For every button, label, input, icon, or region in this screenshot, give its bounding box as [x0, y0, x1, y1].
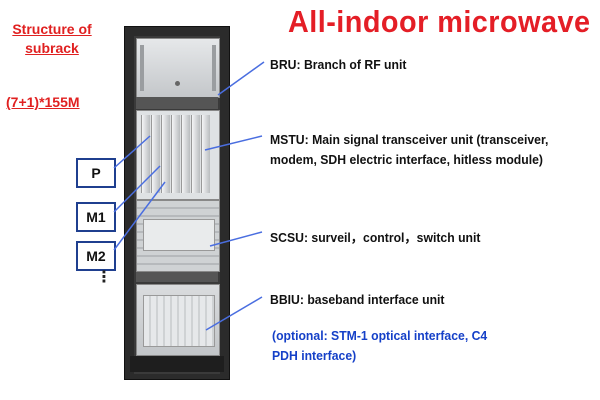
diagram-title: All-indoor microwave [288, 4, 591, 39]
label-optional-line1: (optional: STM-1 optical interface, C4 [272, 328, 488, 343]
slot-m2: M2 [76, 241, 116, 271]
capacity-spec: (7+1)*155M [6, 94, 80, 110]
label-optional-line2: PDH interface) [272, 348, 357, 363]
label-bru: BRU: Branch of RF unit [270, 57, 407, 72]
label-mstu-line1: MSTU: Main signal transceiver unit (tran… [270, 132, 549, 147]
label-scsu: SCSU: surveil，control，switch unit [270, 230, 481, 245]
cabinet-base [130, 356, 224, 372]
bru-unit [136, 38, 220, 98]
label-bbiu: BBIU: baseband interface unit [270, 292, 445, 307]
more-slots-marker: ⋮ [96, 269, 112, 286]
label-mstu-line2: modem, SDH electric interface, hitless m… [270, 152, 543, 167]
slot-p: P [76, 158, 116, 188]
slot-m1: M1 [76, 202, 116, 232]
bbiu-unit [136, 284, 220, 356]
subtitle: Structure of subrack [12, 21, 92, 56]
cabinet-gap-lower [136, 272, 218, 282]
scsu-unit [136, 200, 220, 272]
cabinet-gap [136, 97, 218, 109]
mstu-shelf [136, 110, 220, 200]
